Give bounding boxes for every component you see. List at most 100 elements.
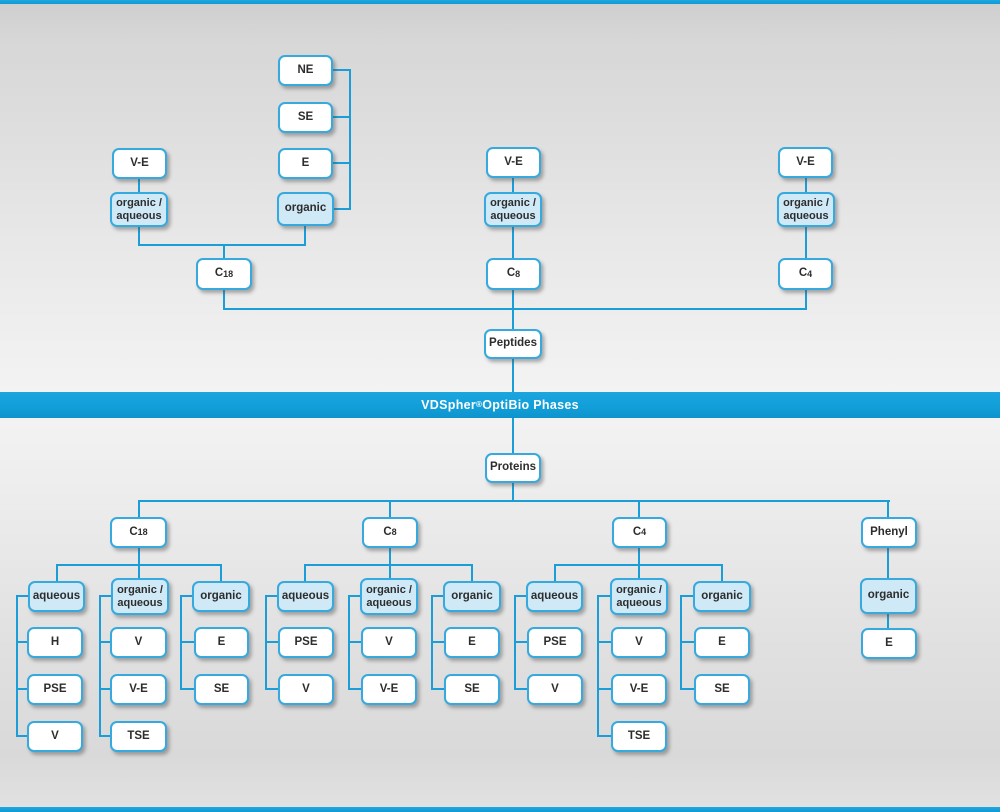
node-c4-orgaq-tse: TSE <box>611 721 667 752</box>
connector-line <box>99 688 110 690</box>
connector-line <box>304 225 306 246</box>
connector-line <box>220 564 222 582</box>
connector-line <box>333 116 350 118</box>
connector-line <box>471 564 473 582</box>
node-ve-c18: V-E <box>112 148 167 179</box>
node-c4-organic-se: SE <box>694 674 750 705</box>
connector-line <box>512 177 514 193</box>
node-c18-orgaq-ve: V-E <box>110 674 167 705</box>
connector-line <box>554 564 722 566</box>
connector-line <box>805 226 807 259</box>
connector-line <box>389 500 391 518</box>
node-ne: NE <box>278 55 333 86</box>
node-c18-organic: organic <box>192 581 250 612</box>
node-organic-aqueous-c8: organic / aqueous <box>484 192 542 227</box>
connector-line <box>333 69 350 71</box>
connector-line <box>597 735 611 737</box>
connector-line <box>138 244 306 246</box>
connector-line <box>638 500 640 518</box>
connector-line <box>512 226 514 259</box>
connector-line <box>333 208 350 210</box>
node-c4-orgaq: organic / aqueous <box>610 578 668 615</box>
node-phenyl-organic: organic <box>860 578 917 614</box>
connector-line <box>138 500 140 518</box>
connector-line <box>223 308 807 310</box>
connector-line <box>99 641 110 643</box>
connector-line <box>56 564 222 566</box>
connector-line <box>431 595 443 597</box>
node-c8-organic: organic <box>443 581 501 612</box>
connector-line <box>223 289 225 310</box>
node-c4-organic-e: E <box>694 627 750 658</box>
connector-line <box>512 289 514 330</box>
connector-line <box>180 688 194 690</box>
connector-line <box>514 595 526 597</box>
connector-line <box>16 688 27 690</box>
node-c18-organic-se: SE <box>194 674 249 705</box>
node-c4-orgaq-v: V <box>611 627 667 658</box>
connector-line <box>887 547 889 579</box>
connector-line <box>16 641 27 643</box>
bottom-accent-strip <box>0 807 1000 812</box>
connector-line <box>265 595 277 597</box>
node-c18-aqueous-h: H <box>27 627 83 658</box>
node-c8-organic-e: E <box>444 627 500 658</box>
node-organic-aqueous-c4: organic / aqueous <box>777 192 835 227</box>
title-band: VDSpher® OptiBio Phases <box>0 392 1000 418</box>
connector-line <box>597 595 610 597</box>
connector-line <box>805 289 807 310</box>
node-c18-orgaq-v: V <box>110 627 167 658</box>
node-c18-aqueous-v: V <box>27 721 83 752</box>
connector-line <box>680 688 694 690</box>
connector-line <box>333 162 350 164</box>
connector-line <box>223 244 225 259</box>
connector-line <box>597 641 611 643</box>
connector-line <box>99 735 110 737</box>
connector-line <box>512 358 514 392</box>
connector-line <box>265 641 278 643</box>
connector-line <box>16 595 18 737</box>
connector-line <box>680 641 694 643</box>
connector-line <box>597 688 611 690</box>
connector-line <box>180 595 192 597</box>
connector-line <box>180 641 194 643</box>
node-phenyl-organic-e: E <box>861 628 917 659</box>
connector-line <box>514 688 527 690</box>
connector-line <box>265 688 278 690</box>
node-c8-aqueous: aqueous <box>277 581 334 612</box>
connector-line <box>56 564 58 582</box>
node-c18-aqueous-pse: PSE <box>27 674 83 705</box>
connector-line <box>138 547 140 579</box>
node-c8-orgaq-v: V <box>361 627 417 658</box>
connector-line <box>512 418 514 454</box>
connector-line <box>16 595 28 597</box>
connector-line <box>138 500 890 502</box>
connector-line <box>554 564 556 582</box>
node-c8-orgaq: organic / aqueous <box>360 578 418 615</box>
connector-line <box>16 735 27 737</box>
node-ve-c8: V-E <box>486 147 541 178</box>
node-c8-aqueous-pse: PSE <box>278 627 334 658</box>
connector-line <box>99 595 101 737</box>
node-ve-c4: V-E <box>778 147 833 178</box>
node-c8-orgaq-ve: V-E <box>361 674 417 705</box>
node-c4-aqueous-pse: PSE <box>527 627 583 658</box>
connector-line <box>887 500 889 518</box>
connector-line <box>431 688 444 690</box>
connector-line <box>680 595 693 597</box>
node-c4-aqueous: aqueous <box>526 581 583 612</box>
top-accent-strip <box>0 0 1000 4</box>
node-c4-orgaq-ve: V-E <box>611 674 667 705</box>
node-proteins-root: Proteins <box>485 453 541 483</box>
node-c18-orgaq-tse: TSE <box>110 721 167 752</box>
connector-line <box>348 688 361 690</box>
connector-line <box>349 69 351 210</box>
connector-line <box>514 641 527 643</box>
node-c18-orgaq: organic / aqueous <box>111 578 169 615</box>
node-c18-aqueous: aqueous <box>28 581 85 612</box>
